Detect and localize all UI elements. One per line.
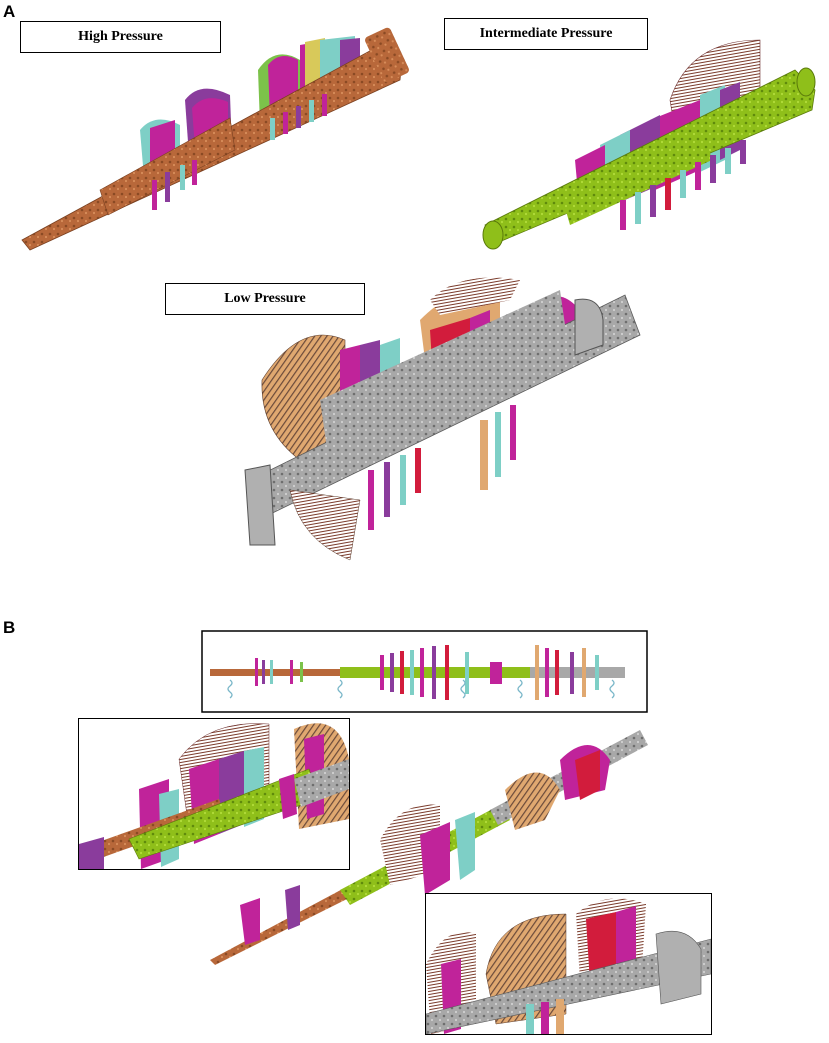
train-blade-stages xyxy=(240,745,610,945)
label-low-pressure: Low Pressure xyxy=(165,283,365,315)
zoom-inset-hp-ip xyxy=(78,718,350,870)
lp-rotor xyxy=(244,277,641,561)
overview-blade-stages xyxy=(255,645,599,700)
hp-rotor xyxy=(21,27,409,251)
label-intermediate-pressure: Intermediate Pressure xyxy=(444,18,648,50)
label-high-pressure: High Pressure xyxy=(20,21,221,53)
panel-letter-b: B xyxy=(3,618,16,637)
lp-lower-blades xyxy=(289,405,516,561)
hp-lower-blades xyxy=(152,94,327,210)
zoom-inset-lp xyxy=(425,893,712,1035)
ip-rotor xyxy=(482,39,816,250)
ip-lower-blades xyxy=(620,140,746,230)
rotor-train-isometric xyxy=(210,730,648,965)
shaft-overview xyxy=(210,645,625,700)
bearing-springs xyxy=(227,679,615,699)
panel-letter-a: A xyxy=(3,2,16,21)
